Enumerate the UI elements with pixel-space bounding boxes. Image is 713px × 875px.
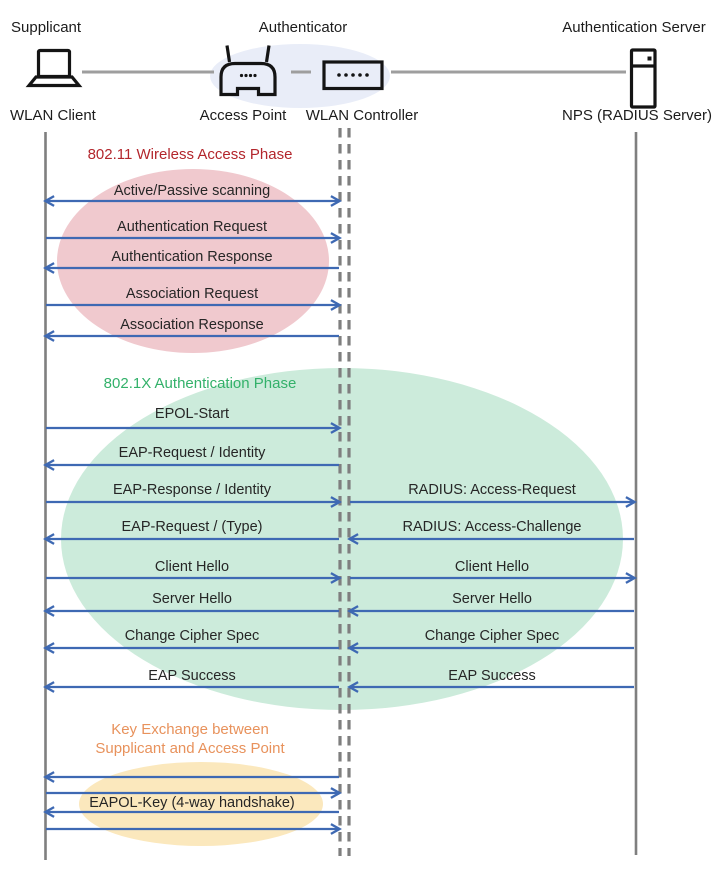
device-access-point: Access Point bbox=[199, 107, 287, 124]
wlan-controller-icon bbox=[322, 60, 384, 91]
phase-80211-ellipse bbox=[57, 169, 329, 353]
message-label: EAP Success bbox=[448, 668, 536, 684]
phase-8021x-ellipse bbox=[61, 368, 623, 710]
message-label: EAPOL-Key (4-way handshake) bbox=[89, 795, 295, 811]
message-label: EAP-Response / Identity bbox=[113, 482, 271, 498]
message-label: Association Response bbox=[120, 317, 264, 333]
message-label: EAP-Request / (Type) bbox=[121, 519, 263, 535]
server-icon bbox=[629, 48, 657, 109]
role-supplicant: Supplicant bbox=[11, 19, 82, 36]
laptop-icon bbox=[25, 48, 83, 88]
message-label: Change Cipher Spec bbox=[424, 628, 560, 644]
authenticator-group-ellipse bbox=[210, 44, 390, 108]
phase-8021x-title: 802.1X Authentication Phase bbox=[103, 375, 297, 392]
role-authenticator: Authenticator bbox=[258, 19, 348, 36]
message-label: Authentication Response bbox=[111, 249, 273, 265]
message-label: Change Cipher Spec bbox=[124, 628, 260, 644]
key-exchange-ellipse bbox=[79, 762, 323, 846]
message-label: Association Request bbox=[125, 286, 259, 302]
device-wlan-controller: WLAN Controller bbox=[305, 107, 419, 124]
key-exchange-title-line2: Supplicant and Access Point bbox=[95, 740, 285, 757]
message-label: EAP-Request / Identity bbox=[118, 445, 266, 461]
message-label: Active/Passive scanning bbox=[113, 183, 271, 199]
message-label: RADIUS: Access-Challenge bbox=[402, 519, 582, 535]
message-arrows-layer bbox=[43, 195, 637, 835]
message-label: EPOL-Start bbox=[154, 406, 230, 422]
message-label: Server Hello bbox=[152, 591, 232, 607]
message-label: RADIUS: Access-Request bbox=[408, 482, 576, 498]
device-nps-radius-server: NPS (RADIUS Server) bbox=[561, 107, 713, 124]
message-label: EAP Success bbox=[148, 668, 236, 684]
role-authentication-server: Authentication Server bbox=[562, 19, 706, 36]
message-label: Server Hello bbox=[452, 591, 532, 607]
access-point-icon bbox=[219, 45, 277, 97]
device-wlan-client: WLAN Client bbox=[10, 107, 96, 124]
message-label: Client Hello bbox=[154, 559, 230, 575]
phase-80211-title: 802.11 Wireless Access Phase bbox=[87, 146, 293, 163]
message-label: Client Hello bbox=[454, 559, 530, 575]
message-label: Authentication Request bbox=[117, 219, 267, 235]
key-exchange-title-line1: Key Exchange between bbox=[111, 721, 269, 738]
